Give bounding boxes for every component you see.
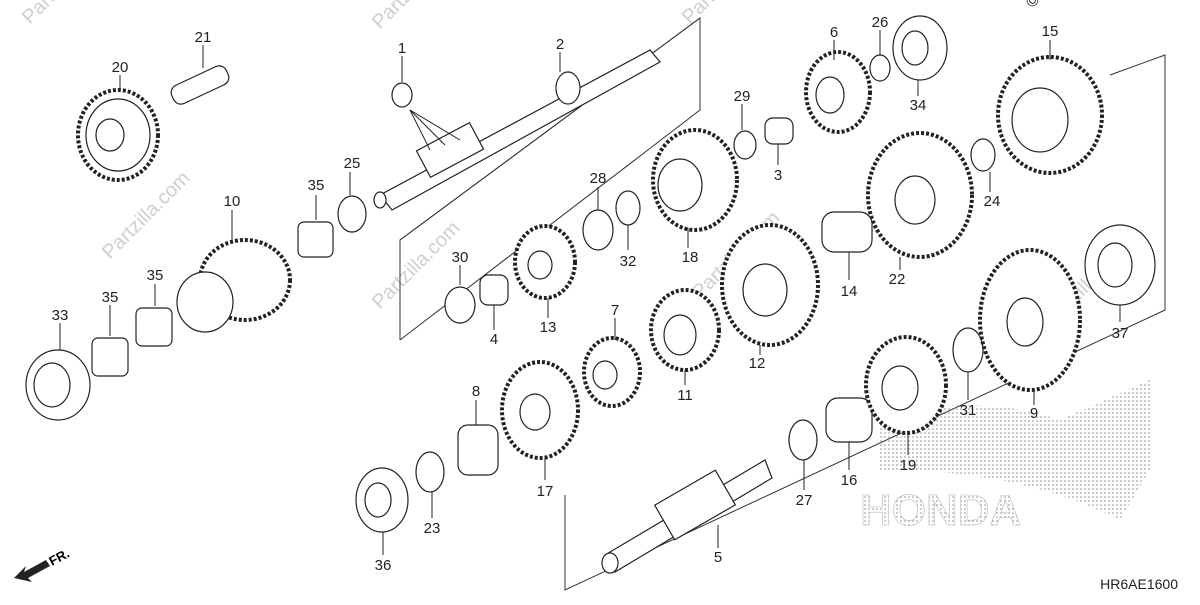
callout-7: 7 bbox=[611, 302, 619, 319]
bearing-8 bbox=[457, 424, 499, 476]
ball-bearing-37 bbox=[1084, 224, 1156, 306]
gear-9 bbox=[978, 248, 1082, 392]
callout-37: 37 bbox=[1112, 325, 1129, 342]
callout-5: 5 bbox=[714, 549, 722, 566]
gear-11 bbox=[649, 288, 721, 372]
gear-18 bbox=[651, 128, 739, 232]
callout-12: 12 bbox=[749, 355, 766, 372]
washer-26 bbox=[869, 54, 891, 82]
callout-15: 15 bbox=[1042, 23, 1059, 40]
watermark-6: Partzilla.com bbox=[678, 0, 775, 29]
callout-1: 1 bbox=[398, 40, 406, 57]
callout-4: 4 bbox=[490, 331, 498, 348]
callout-35b: 35 bbox=[147, 267, 164, 284]
callout-19: 19 bbox=[900, 457, 917, 474]
callout-30: 30 bbox=[452, 249, 469, 266]
washer-29 bbox=[733, 130, 757, 160]
callout-22: 22 bbox=[889, 271, 906, 288]
callout-8: 8 bbox=[472, 383, 480, 400]
leader-lines bbox=[59, 30, 1121, 555]
honda-text: HONDA bbox=[860, 486, 1021, 535]
ball-bearing-33 bbox=[25, 349, 91, 421]
front-direction-arrow: FR. bbox=[14, 546, 72, 582]
callout-13: 13 bbox=[540, 319, 557, 336]
gear-12 bbox=[720, 223, 820, 347]
callout-23: 23 bbox=[424, 520, 441, 537]
callout-6: 6 bbox=[830, 24, 838, 41]
gear-15 bbox=[996, 55, 1104, 175]
gear-19 bbox=[864, 335, 948, 435]
gear-6 bbox=[804, 50, 872, 134]
callout-34: 34 bbox=[910, 97, 927, 114]
ball-bearing-36 bbox=[355, 467, 409, 533]
watermark-5: Partzilla.com bbox=[368, 0, 465, 34]
gear-10 bbox=[176, 238, 292, 333]
watermark-7: Partzilla.com bbox=[18, 0, 115, 29]
needle-bearing-35c bbox=[91, 337, 129, 377]
bearing-28 bbox=[582, 209, 614, 251]
mainshaft-2 bbox=[373, 49, 661, 211]
bushing-14 bbox=[821, 211, 873, 253]
callout-28: 28 bbox=[590, 170, 607, 187]
washer-30 bbox=[444, 286, 476, 324]
bushing-3 bbox=[764, 117, 794, 145]
callout-numbers: 21 20 1 2 25 35 10 35 35 33 30 4 13 28 3… bbox=[52, 14, 1129, 574]
callout-32: 32 bbox=[620, 253, 637, 270]
callout-9: 9 bbox=[1030, 405, 1038, 422]
gear-22 bbox=[866, 131, 974, 259]
needle-bearing-35b bbox=[135, 307, 173, 347]
bushing-16 bbox=[825, 397, 873, 443]
callout-11: 11 bbox=[677, 387, 693, 404]
countershaft-5 bbox=[601, 459, 773, 574]
circlip-32 bbox=[615, 190, 641, 226]
callout-2: 2 bbox=[556, 36, 564, 53]
callout-3: 3 bbox=[774, 167, 782, 184]
honda-wing-logo: HONDA bbox=[860, 380, 1150, 535]
washer-23 bbox=[415, 451, 445, 493]
ball-bearing-34 bbox=[892, 15, 948, 81]
gear-17 bbox=[500, 360, 580, 460]
gear-20 bbox=[76, 88, 160, 182]
washer-25 bbox=[337, 195, 367, 233]
shaft-pin-21 bbox=[170, 65, 230, 105]
diagram-code: HR6AE1600 bbox=[1100, 576, 1178, 592]
callout-31: 31 bbox=[960, 402, 977, 419]
callout-29: 29 bbox=[734, 88, 751, 105]
clip-1 bbox=[391, 82, 413, 108]
callout-21: 21 bbox=[195, 29, 212, 46]
fr-label: FR. bbox=[46, 546, 72, 569]
washer-31 bbox=[952, 327, 984, 373]
callout-33: 33 bbox=[52, 307, 69, 324]
callout-26: 26 bbox=[872, 14, 889, 31]
callout-35c: 35 bbox=[102, 289, 119, 306]
callout-17: 17 bbox=[537, 483, 554, 500]
callout-18: 18 bbox=[682, 249, 699, 266]
callout-25: 25 bbox=[344, 155, 361, 172]
gear-7 bbox=[582, 336, 642, 408]
needle-bearing-35a bbox=[297, 221, 334, 258]
collar-4 bbox=[479, 274, 509, 306]
countershaft-box bbox=[564, 54, 1166, 591]
callout-36: 36 bbox=[375, 557, 392, 574]
callout-35a: 35 bbox=[308, 177, 325, 194]
callout-10: 10 bbox=[224, 193, 241, 210]
washer-27 bbox=[788, 419, 818, 461]
callout-16: 16 bbox=[841, 472, 858, 489]
gear-13 bbox=[513, 224, 577, 300]
callout-24: 24 bbox=[984, 193, 1001, 210]
washer-24 bbox=[970, 138, 996, 172]
callout-14: 14 bbox=[841, 283, 858, 300]
callout-20: 20 bbox=[112, 59, 129, 76]
callout-27: 27 bbox=[796, 492, 813, 509]
